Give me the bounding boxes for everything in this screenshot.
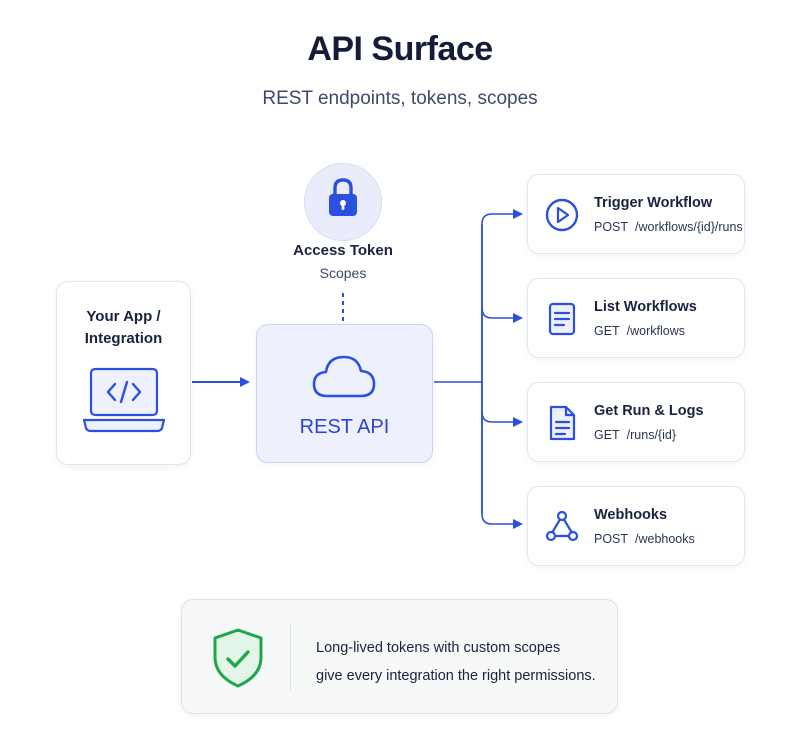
endpoint-list-workflows: List Workflows GET /workflows	[527, 278, 745, 358]
rest-api-label: REST API	[299, 416, 390, 438]
list-document-icon	[548, 302, 576, 336]
endpoint-title: Get Run & Logs	[594, 403, 704, 419]
endpoint-route: GET /workflows	[594, 324, 685, 338]
endpoint-title: Webhooks	[594, 507, 668, 523]
lock-icon	[329, 178, 357, 216]
play-icon	[545, 198, 579, 232]
shield-check-icon	[213, 628, 263, 688]
endpoint-title: List Workflows	[594, 299, 697, 315]
note-divider	[290, 624, 291, 690]
access-token-label: Access Token	[293, 242, 393, 259]
diagram-subtitle: REST endpoints, tokens, scopes	[262, 88, 538, 109]
webhook-icon	[545, 510, 579, 542]
endpoint-webhooks: Webhooks POST /webhooks	[527, 486, 745, 566]
endpoint-trunk	[481, 213, 493, 525]
endpoint-trigger-workflow: Trigger Workflow POST /workflows/{id}/ru…	[527, 174, 745, 254]
cloud-icon	[312, 355, 376, 398]
endpoint-route: POST /webhooks	[594, 532, 695, 546]
endpoint-title: Trigger Workflow	[594, 195, 713, 211]
client-app-label: Your App / Integration	[84, 308, 163, 347]
diagram-title: API Surface	[307, 30, 493, 68]
endpoint-get-run-logs: Get Run & Logs GET /runs/{id}	[527, 382, 745, 462]
branch-get-run-logs	[481, 411, 523, 427]
branch-list-workflows	[481, 307, 523, 323]
access-token-scopes: Scopes	[319, 265, 367, 281]
permissions-note-text: Long-lived tokens with custom scopes giv…	[316, 640, 596, 684]
file-lines-icon	[549, 405, 576, 441]
endpoint-route: GET /runs/{id}	[594, 428, 676, 442]
endpoint-route: POST /workflows/{id}/runs	[594, 220, 743, 234]
laptop-code-icon	[82, 367, 166, 433]
rest-api-card	[256, 324, 433, 463]
